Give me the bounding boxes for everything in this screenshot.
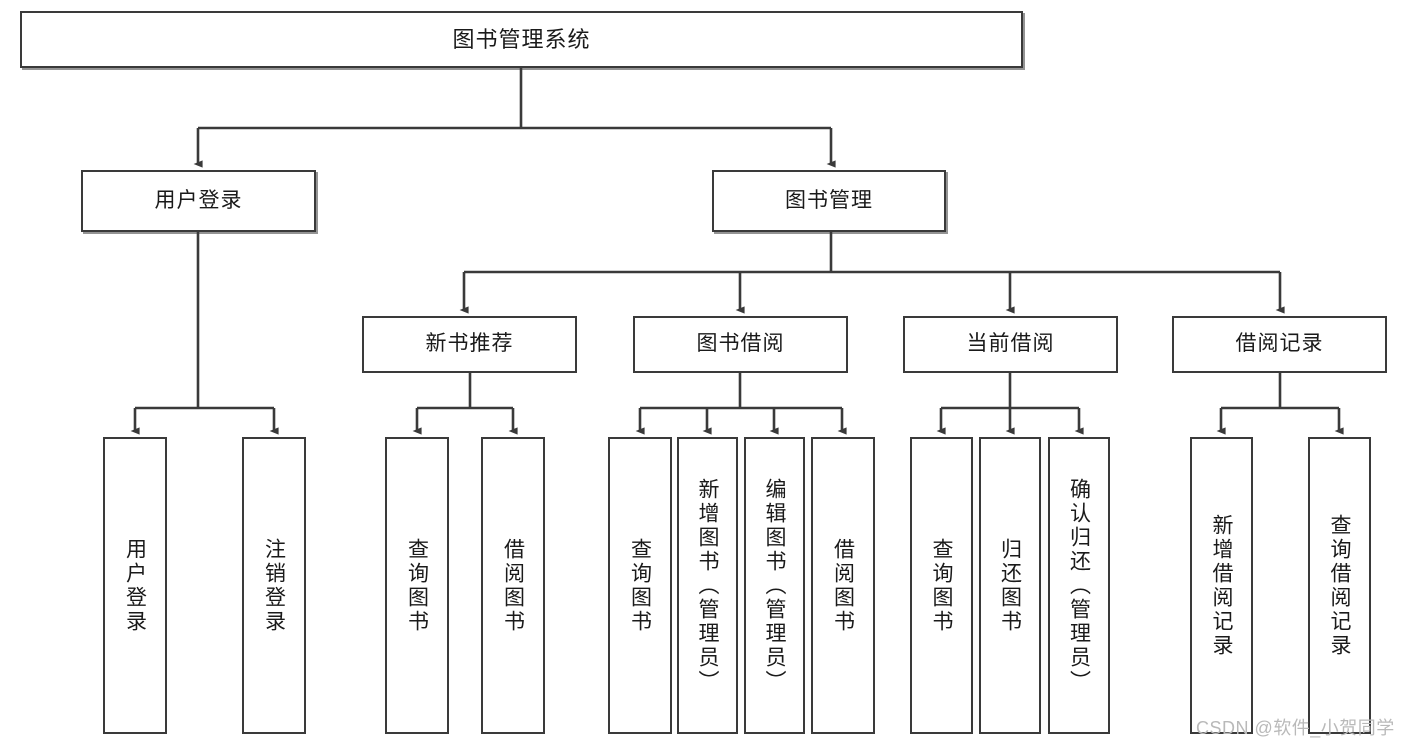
node-leaf-record-query[interactable]: 查询借阅记录: [1308, 437, 1371, 734]
node-label: 图书管理: [785, 188, 873, 212]
node-current-borrow[interactable]: 当前借阅: [903, 316, 1118, 373]
node-borrow-record[interactable]: 借阅记录: [1172, 316, 1387, 373]
node-leaf-borrow-query-book[interactable]: 查询图书: [608, 437, 672, 734]
node-label: 图书借阅: [696, 332, 785, 356]
node-label: 新增图书（管理员）: [696, 477, 719, 694]
node-label: 新增借阅记录: [1210, 513, 1233, 658]
node-leaf-user-logout[interactable]: 注销登录: [242, 437, 306, 734]
node-label: 借阅图书: [501, 537, 525, 634]
node-leaf-current-confirm-return[interactable]: 确认归还（管理员）: [1048, 437, 1110, 734]
node-leaf-borrow-borrow-book[interactable]: 借阅图书: [811, 437, 875, 734]
node-label: 查询借阅记录: [1328, 513, 1351, 658]
node-book-admin[interactable]: 图书管理: [712, 170, 946, 232]
node-leaf-recommend-query-book[interactable]: 查询图书: [385, 437, 449, 734]
node-book-borrow[interactable]: 图书借阅: [633, 316, 848, 373]
node-leaf-borrow-add-book[interactable]: 新增图书（管理员）: [677, 437, 738, 734]
node-label: 当前借阅: [966, 332, 1055, 356]
node-label: 注销登录: [262, 537, 286, 634]
node-user-login[interactable]: 用户登录: [81, 170, 316, 232]
node-label: 用户登录: [123, 537, 147, 634]
node-label: 查询图书: [930, 537, 953, 634]
node-new-book-recommend[interactable]: 新书推荐: [362, 316, 577, 373]
csdn-watermark: CSDN @软件_小贺同学: [1196, 718, 1395, 738]
node-leaf-current-return-book[interactable]: 归还图书: [979, 437, 1041, 734]
node-label: 确认归还（管理员）: [1067, 477, 1091, 694]
node-leaf-current-query-book[interactable]: 查询图书: [910, 437, 973, 734]
node-leaf-user-login[interactable]: 用户登录: [103, 437, 167, 734]
node-label: 查询图书: [628, 537, 652, 634]
node-label: 归还图书: [998, 537, 1022, 634]
node-label: 借阅图书: [831, 537, 855, 634]
node-label: 新书推荐: [425, 332, 514, 356]
node-leaf-recommend-borrow-book[interactable]: 借阅图书: [481, 437, 545, 734]
node-leaf-record-add[interactable]: 新增借阅记录: [1190, 437, 1253, 734]
node-label: 查询图书: [405, 537, 429, 634]
node-book-management-system[interactable]: 图书管理系统: [20, 11, 1023, 68]
node-label: 用户登录: [154, 188, 243, 212]
node-label: 借阅记录: [1235, 332, 1324, 356]
node-leaf-borrow-edit-book[interactable]: 编辑图书（管理员）: [744, 437, 805, 734]
node-label: 图书管理系统: [452, 26, 591, 52]
node-label: 编辑图书（管理员）: [763, 477, 786, 694]
